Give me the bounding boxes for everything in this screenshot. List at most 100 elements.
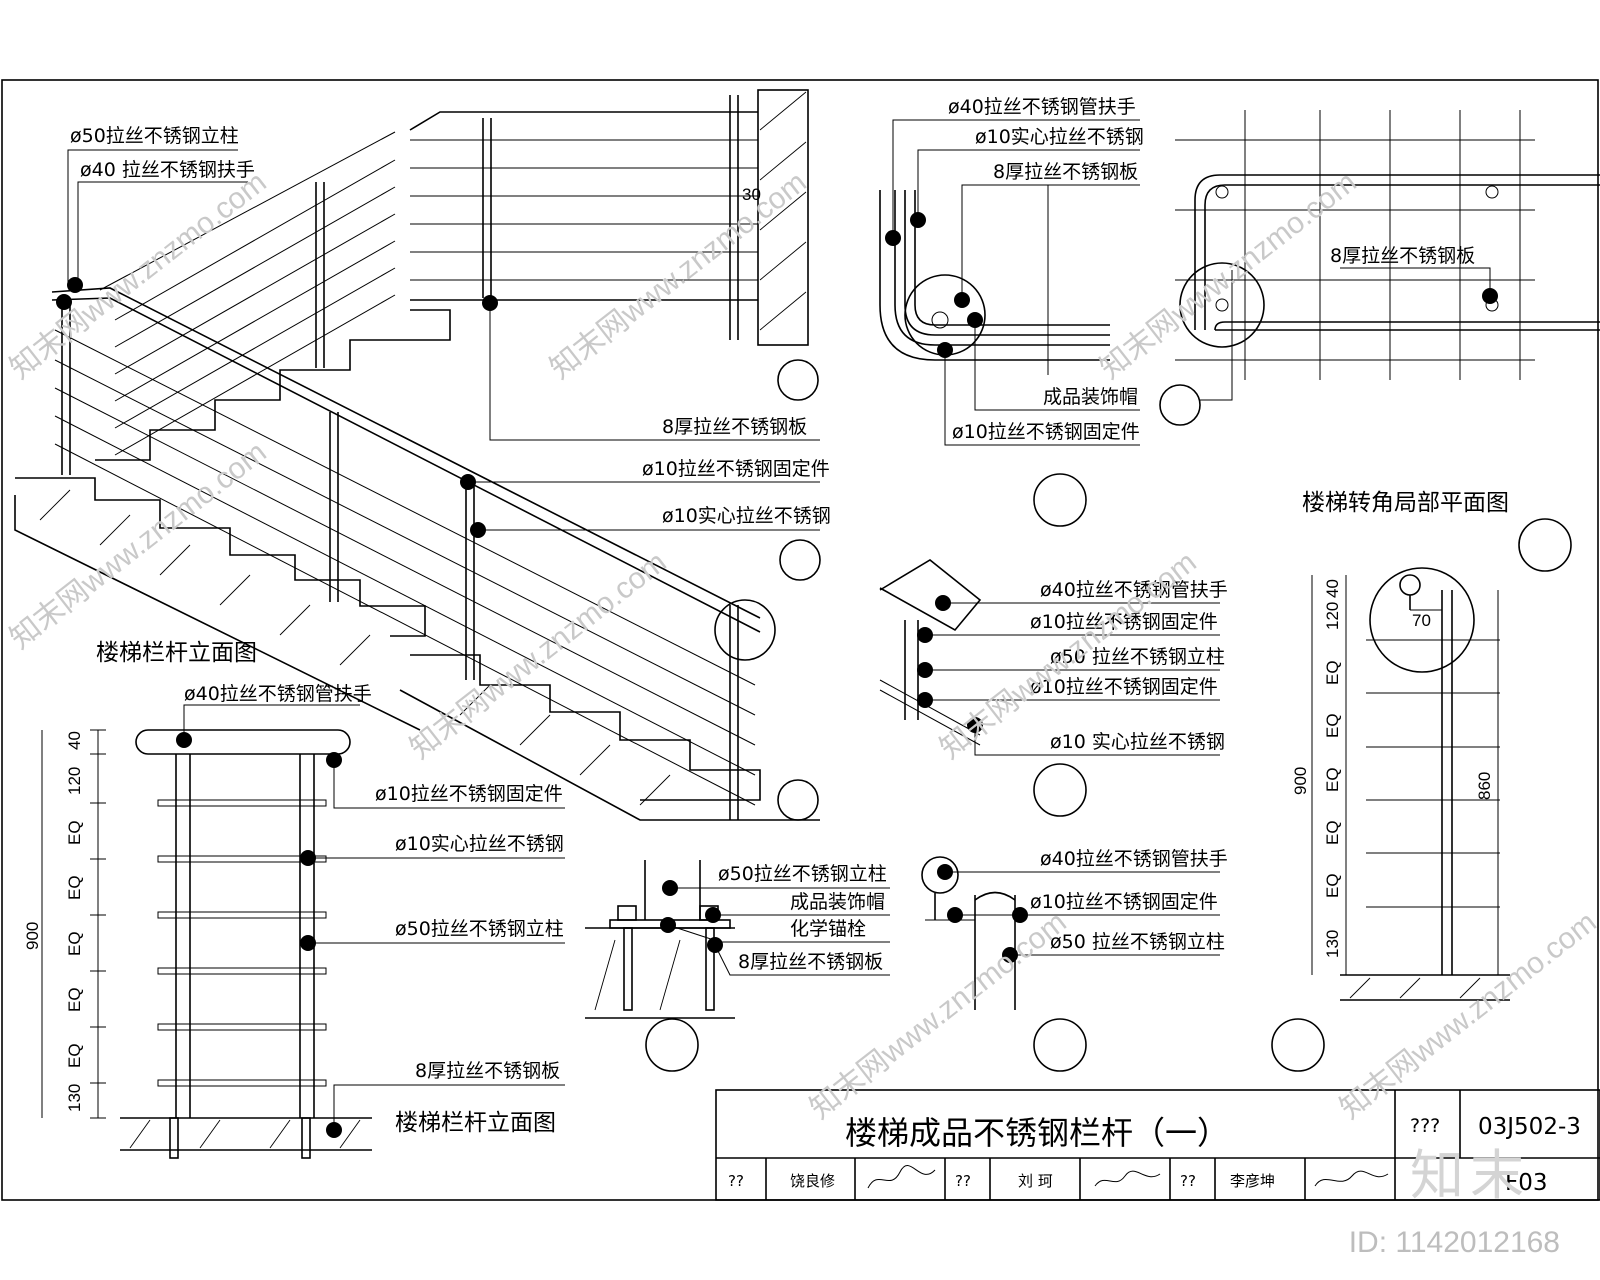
signature [1314, 1170, 1389, 1187]
label-solid-rod: ø10实心拉丝不锈钢 [975, 126, 1144, 148]
label-anchor: 化学锚栓 [790, 918, 866, 940]
label-post: ø50拉丝不锈钢立柱 [395, 918, 564, 940]
callout-dot [947, 907, 963, 923]
dim-eq: EQ [65, 1043, 84, 1068]
label-post: ø50拉丝不锈钢立柱 [718, 863, 887, 885]
callout-dot [917, 627, 933, 643]
label-fixing: ø10拉丝不锈钢固定件 [642, 458, 830, 480]
label-post: ø50拉丝不锈钢立柱 [70, 125, 239, 147]
detail-bubble [714, 599, 776, 661]
callout-dot [910, 212, 926, 228]
tb-cell: 刘 珂 [1018, 1172, 1053, 1190]
detail-bubble [1033, 473, 1087, 527]
label-handrail: ø40拉丝不锈钢管扶手 [1040, 848, 1228, 870]
tb-cell: ?? [1180, 1172, 1196, 1190]
dim-120: 120 [65, 767, 84, 795]
dim-eq: EQ [1323, 660, 1342, 685]
callout-dot [967, 717, 983, 733]
dim-70: 70 [1412, 611, 1431, 630]
dim-40: 40 [65, 731, 84, 750]
label-cap: 成品装饰帽 [1043, 386, 1138, 408]
callout-dot [300, 850, 316, 866]
section-right: 40 120 EQ EQ EQ EQ EQ 130 900 860 70 [1291, 567, 1510, 1001]
callout-dot [326, 1122, 342, 1138]
dim-900: 900 [1291, 767, 1310, 795]
view-title-elevation-a: 楼梯栏杆立面图 [96, 640, 257, 666]
elevation-a: ø50拉丝不锈钢立柱 ø40 拉丝不锈钢扶手 8厚拉丝不锈钢板 ø10拉丝不锈钢… [14, 89, 831, 821]
label-solid-rod: ø10 实心拉丝不锈钢 [1050, 731, 1225, 753]
label-handrail: ø40拉丝不锈钢管扶手 [1040, 579, 1228, 601]
callout-dot [707, 937, 723, 953]
label-plate: 8厚拉丝不锈钢板 [738, 951, 883, 973]
label-solid-rod: ø10实心拉丝不锈钢 [395, 833, 564, 855]
svg-text:知末网www.znzmo.com: 知末网www.znzmo.com [1334, 906, 1600, 1126]
signature [867, 1165, 936, 1189]
label-handrail: ø40拉丝不锈钢管扶手 [948, 96, 1136, 118]
label-fixing: ø10拉丝不锈钢固定件 [952, 421, 1140, 443]
code-label: ??? [1410, 1115, 1440, 1137]
callout-dot [660, 917, 676, 933]
detail-top: ø40拉丝不锈钢管扶手 ø10拉丝不锈钢固定件 ø50 拉丝不锈钢立柱 [921, 848, 1325, 1072]
dim-eq: EQ [65, 987, 84, 1012]
svg-text:知末网www.znzmo.com: 知末网www.znzmo.com [1094, 166, 1363, 386]
plan-corner: 8厚拉丝不锈钢板 楼梯转角局部平面图 [1159, 110, 1600, 572]
detail-bubble [777, 359, 819, 401]
detail-slope: ø40拉丝不锈钢管扶手 ø10拉丝不锈钢固定件 ø50 拉丝不锈钢立柱 ø10拉… [879, 559, 1228, 817]
label-plate: 8厚拉丝不锈钢板 [993, 161, 1138, 183]
svg-text:知末网www.znzmo.com: 知末网www.znzmo.com [544, 166, 813, 386]
detail-bubble [779, 539, 821, 581]
callout-dot [885, 230, 901, 246]
detail-bubble [645, 1018, 699, 1072]
signature [1094, 1170, 1161, 1187]
label-post: ø50 拉丝不锈钢立柱 [1050, 646, 1225, 668]
dim-130: 130 [65, 1084, 84, 1112]
detail-corner: ø40拉丝不锈钢管扶手 ø10实心拉丝不锈钢 8厚拉丝不锈钢板 成品装饰帽 ø1… [879, 96, 1144, 527]
callout-dot [470, 522, 486, 538]
dim-860: 860 [1475, 772, 1494, 800]
callout-dot [482, 295, 498, 311]
detail-bubble [1033, 1018, 1087, 1072]
label-fixing: ø10拉丝不锈钢固定件 [375, 783, 563, 805]
detail-bubble [1271, 1018, 1325, 1072]
callout-dot [460, 474, 476, 490]
title-block: 楼梯成品不锈钢栏杆（一） ??? 03J502-3 ?? 饶良修 ?? 刘 珂 … [715, 1089, 1600, 1201]
dim-eq: EQ [1323, 873, 1342, 898]
callout-dot [935, 595, 951, 611]
drawing-title: 楼梯成品不锈钢栏杆（一） [845, 1114, 1229, 1152]
dim-40: 40 [1323, 579, 1342, 598]
callout-dot [1482, 288, 1498, 304]
label-fixing: ø10拉丝不锈钢固定件 [1030, 676, 1218, 698]
view-title-elevation-b: 楼梯栏杆立面图 [395, 1110, 556, 1136]
callout-dot [917, 662, 933, 678]
callout-dot [56, 294, 72, 310]
callout-dot [176, 732, 192, 748]
callout-dot [917, 692, 933, 708]
detail-bubble [1518, 518, 1572, 572]
label-cap: 成品装饰帽 [790, 891, 885, 913]
dim-eq: EQ [1323, 713, 1342, 738]
dim-130: 130 [1323, 930, 1342, 958]
svg-text:知末网www.znzmo.com: 知末网www.znzmo.com [4, 436, 273, 656]
elevation-b: 40 120 EQ EQ EQ EQ EQ 130 900 ø40拉丝不锈钢管扶… [23, 683, 565, 1159]
tb-cell: 李彦坤 [1230, 1172, 1275, 1190]
callout-dot [705, 907, 721, 923]
detail-bubble [1033, 763, 1087, 817]
label-solid-rod: ø10实心拉丝不锈钢 [662, 505, 831, 527]
detail-bubble [1369, 567, 1475, 673]
svg-text:知末网www.znzmo.com: 知末网www.znzmo.com [4, 166, 273, 386]
callout-dot [662, 880, 678, 896]
label-plate: 8厚拉丝不锈钢板 [415, 1060, 560, 1082]
dim-eq: EQ [1323, 767, 1342, 792]
dim-eq: EQ [1323, 820, 1342, 845]
dim-900: 900 [23, 922, 42, 950]
callout-dot [1012, 907, 1028, 923]
detail-base: ø50拉丝不锈钢立柱 成品装饰帽 化学锚栓 8厚拉丝不锈钢板 [585, 860, 890, 1072]
view-title-plan-corner: 楼梯转角局部平面图 [1302, 490, 1509, 516]
callout-dot [326, 752, 342, 768]
label-plate: 8厚拉丝不锈钢板 [662, 416, 807, 438]
callout-dot [954, 292, 970, 308]
label-plate: 8厚拉丝不锈钢板 [1330, 245, 1475, 267]
label-post: ø50 拉丝不锈钢立柱 [1050, 931, 1225, 953]
label-handrail: ø40 拉丝不锈钢扶手 [80, 159, 255, 181]
